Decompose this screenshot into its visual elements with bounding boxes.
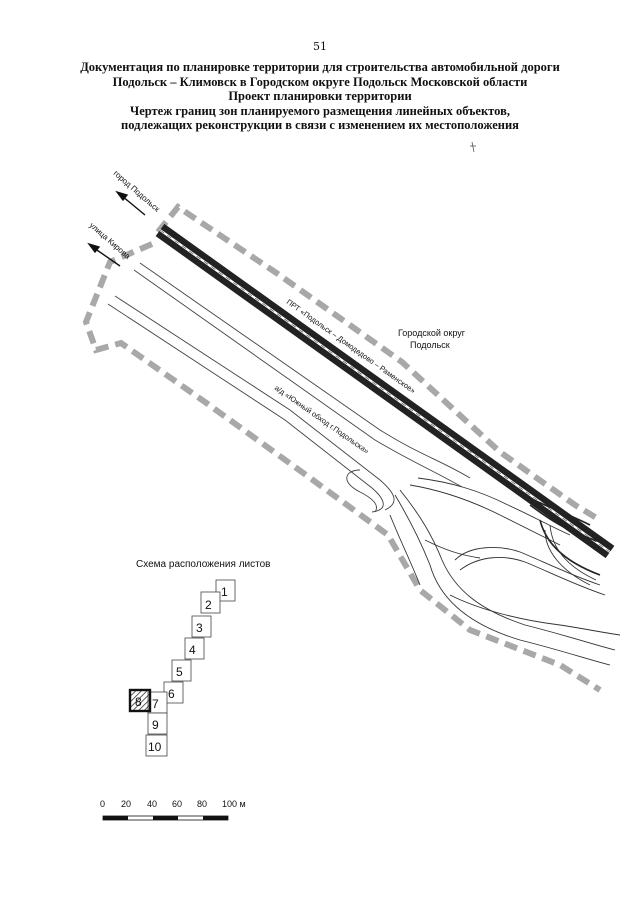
interchange: [389, 477, 621, 666]
scale-tick-80: 80: [197, 799, 208, 809]
sheet-num-7: 7: [152, 697, 159, 711]
zone-boundary-left: [82, 241, 602, 693]
sheet-3[interactable]: [191, 615, 212, 638]
scale-bar: [102, 815, 229, 821]
header-line-3: Проект планировки территории: [228, 89, 412, 103]
arrow-podolsk-icon: [115, 190, 146, 216]
sheet-num-4: 4: [189, 643, 196, 657]
label-kirova-street: улица Кирова: [88, 221, 133, 262]
sheet-numbers: 1 2 3 4 5 6 7 8 9 10: [135, 585, 228, 754]
label-bypass-road: а/д «Южный обход г.Подольска»: [273, 383, 371, 455]
scale-tick-100: 100 м: [222, 799, 246, 809]
sheet-10[interactable]: [145, 734, 168, 757]
label-to-podolsk: город Подольск: [112, 169, 162, 214]
scale-tick-20: 20: [121, 799, 132, 809]
sheet-num-1: 1: [221, 585, 228, 599]
scale-tick-60: 60: [172, 799, 183, 809]
sheet-4[interactable]: [184, 637, 205, 660]
bypass-road: [107, 262, 471, 513]
document-header: Документация по планировке территории дл…: [30, 60, 610, 133]
header-line-1: Документация по планировке территории дл…: [80, 60, 560, 74]
corner-mark: [470, 141, 476, 153]
label-prt-road: ПРТ «Подольск – Домодедово – Раменское»: [285, 297, 417, 395]
page-number: 51: [313, 40, 327, 53]
sheet-num-9: 9: [152, 718, 159, 732]
sheet-5[interactable]: [171, 659, 192, 682]
arrow-kirova-icon: [87, 242, 121, 267]
sheet-num-2: 2: [205, 598, 212, 612]
sheet-num-3: 3: [196, 621, 203, 635]
sheet-9[interactable]: [147, 712, 168, 735]
sheet-8-current[interactable]: [128, 688, 152, 713]
sheet-2[interactable]: [200, 591, 221, 614]
sheet-num-6: 6: [168, 687, 175, 701]
sheet-1[interactable]: [215, 579, 236, 602]
header-line-4: Чертеж границ зон планируемого размещени…: [130, 103, 510, 118]
header-line-5: подлежащих реконструкции в связи с измен…: [121, 118, 519, 132]
zone-boundary: [155, 202, 602, 523]
sheet-num-8: 8: [135, 695, 142, 709]
sheet-scheme: [128, 579, 236, 757]
prt-ramps: [469, 449, 601, 576]
label-district-line-2: Подольск: [410, 340, 450, 350]
sheet-num-10: 10: [148, 740, 162, 754]
prt-road: [155, 223, 615, 559]
sheet-num-5: 5: [176, 665, 183, 679]
header-line-2: Подольск – Климовск в Городском округе П…: [112, 74, 528, 89]
label-district-line-1: Городской округ: [398, 328, 466, 338]
scale-tick-0: 0: [100, 799, 106, 809]
scale-tick-40: 40: [147, 799, 158, 809]
sheet-scheme-title: Схема расположения листов: [136, 559, 271, 570]
